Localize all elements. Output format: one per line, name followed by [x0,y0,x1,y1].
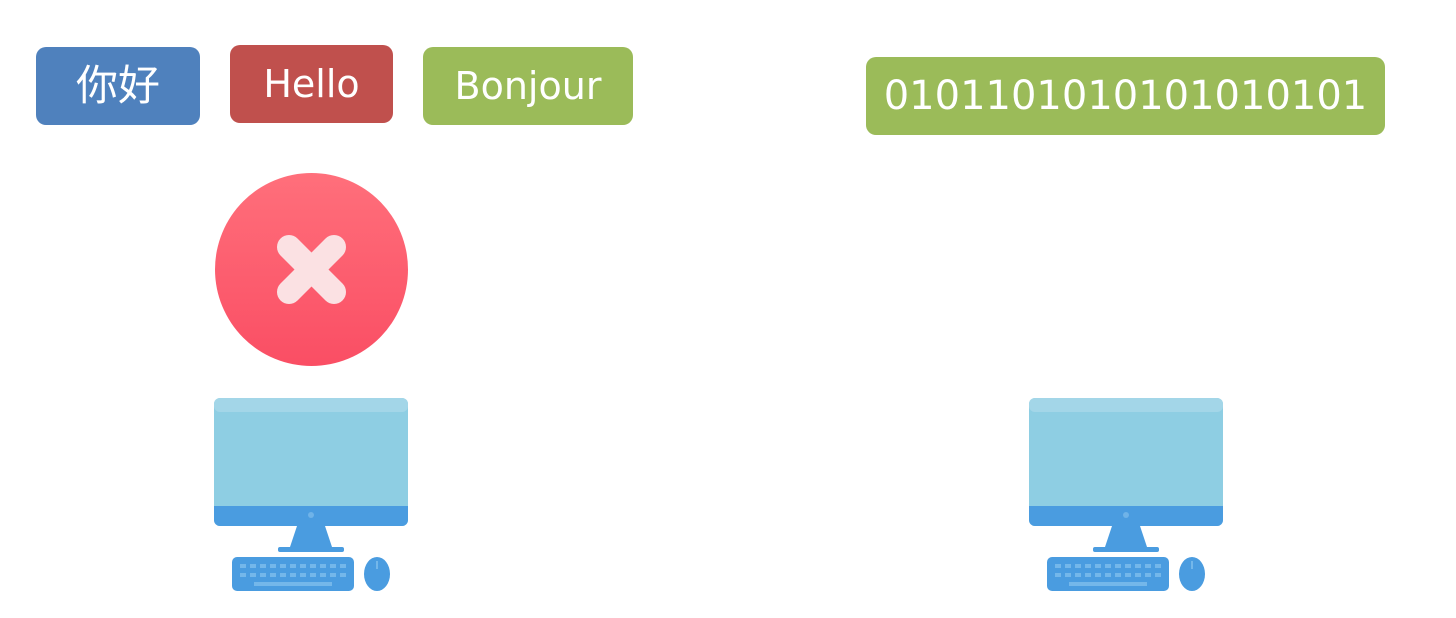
desktop-computer-icon [1029,398,1223,591]
desktop-computer-icon [214,398,408,591]
error-x-icon [215,173,408,366]
greeting-chip-french: Bonjour [423,47,633,125]
greeting-chip-chinese: 你好 [36,47,200,125]
greeting-chip-english: Hello [230,45,393,123]
binary-data-chip: 0101101010101010101 [866,57,1385,135]
